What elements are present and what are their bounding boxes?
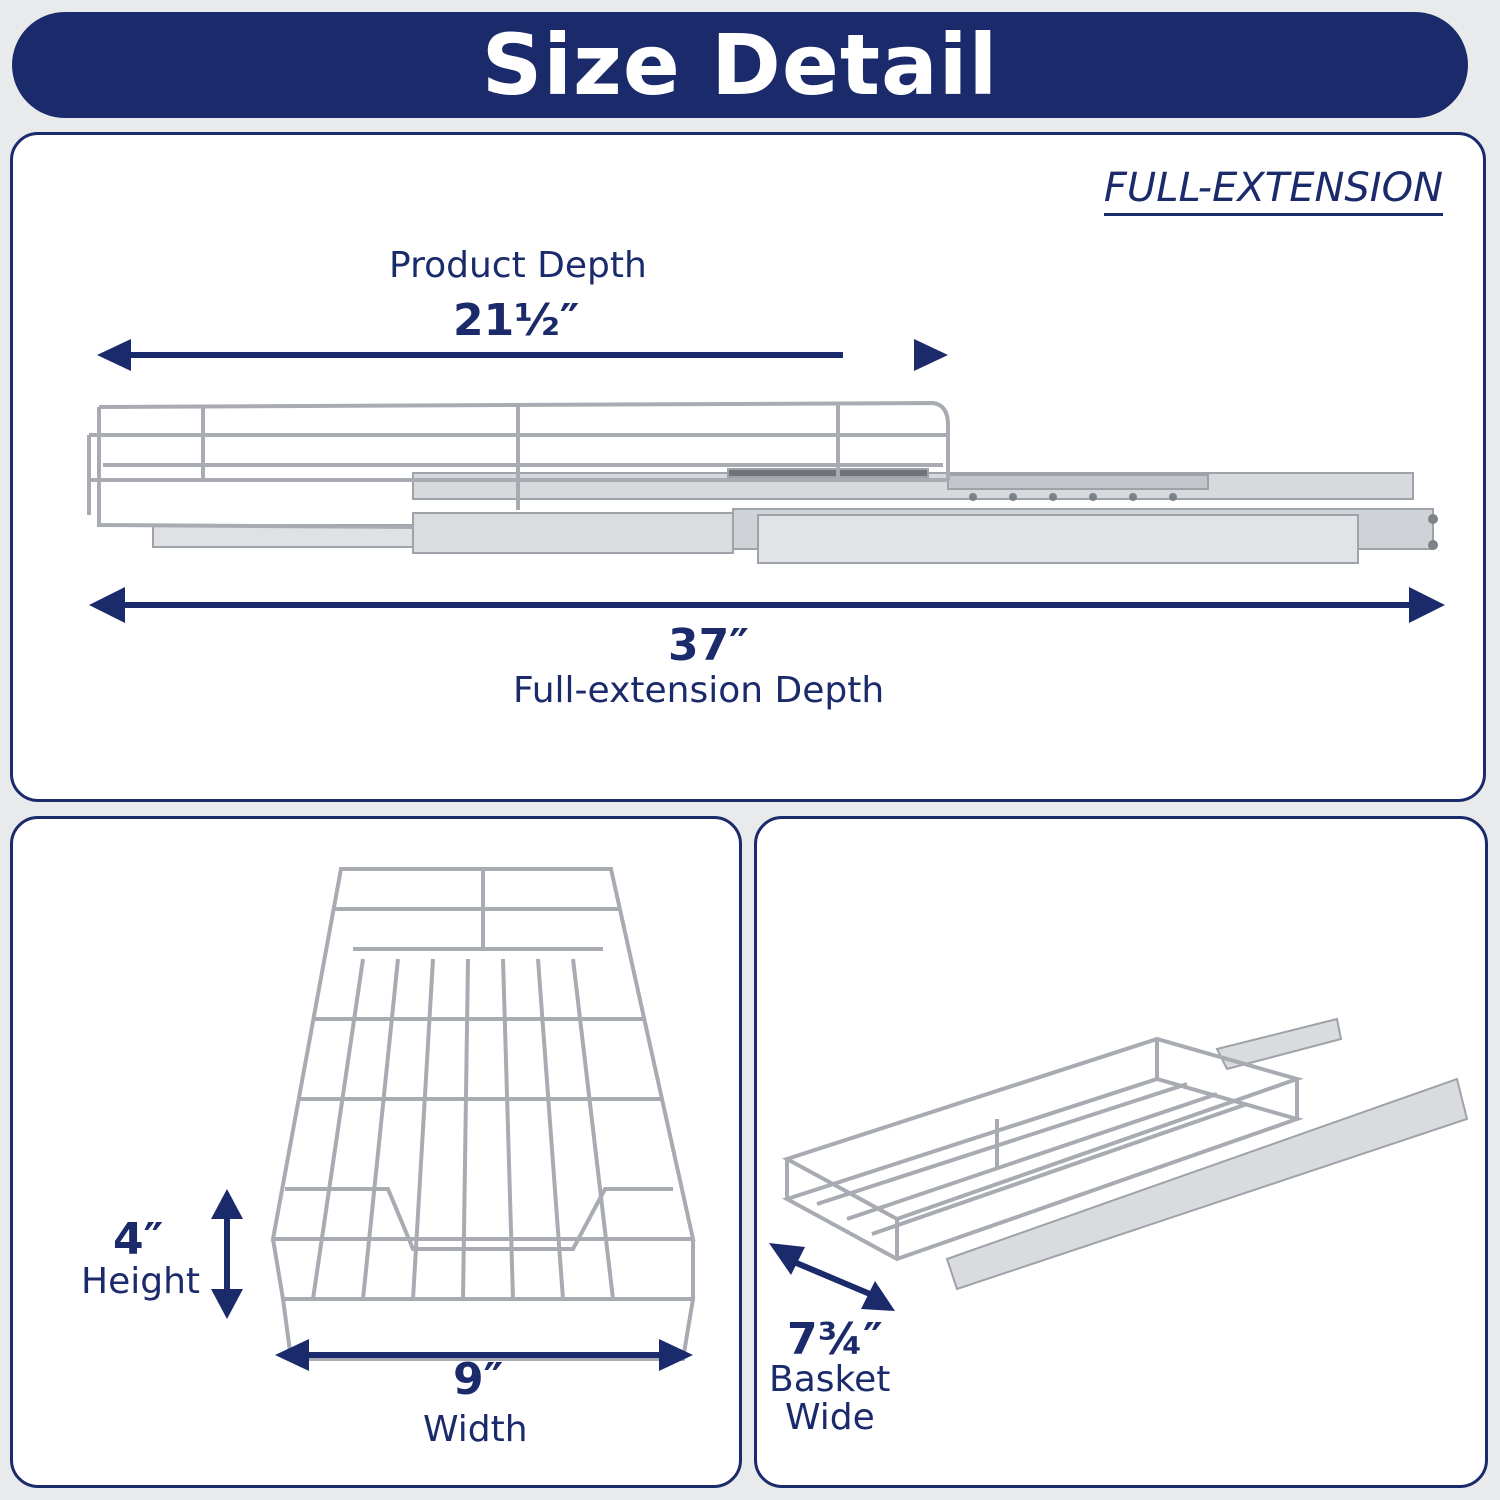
slide-rail-perspective [945,1017,1469,1291]
product-depth-value: 21½″ [453,295,580,346]
height-label: Height [81,1261,201,1302]
width-value: 9″ [453,1354,504,1405]
basket-width-panel: 7¾″ Basket Wide [754,816,1488,1488]
page-title: Size Detail [481,16,999,114]
full-extension-badge: FULL-EXTENSION [1103,165,1443,216]
width-arrow [275,1339,693,1371]
product-depth-arrow [97,339,948,371]
basket-perspective-drawing [769,1017,1469,1311]
wire-basket-perspective [781,1036,1304,1262]
height-width-panel: 4″ Height 9″ Width [10,816,742,1488]
basket-label-line2: Wide [785,1397,875,1438]
width-label: Width [423,1409,528,1450]
wire-basket-side-view [87,400,950,529]
basket-width-arrow [769,1243,895,1311]
full-extension-panel: FULL-EXTENSION Product Depth 21½″ [10,132,1486,802]
header-bar: Size Detail [12,12,1468,118]
full-extension-drawing [87,339,1445,623]
full-depth-label: Full-extension Depth [513,670,885,711]
product-depth-label: Product Depth [389,245,647,286]
height-value: 4″ [113,1214,164,1265]
drawer-slide-rails [152,468,1434,564]
full-depth-value: 37″ [668,620,749,671]
height-arrow [211,1189,243,1319]
slide-holes [969,493,1438,550]
basket-label-line1: Basket [769,1359,891,1400]
full-extension-arrow [89,587,1445,623]
wire-basket-front-view [270,867,696,1361]
basket-front-drawing [211,867,696,1371]
basket-width-value: 7¾″ [787,1314,883,1365]
